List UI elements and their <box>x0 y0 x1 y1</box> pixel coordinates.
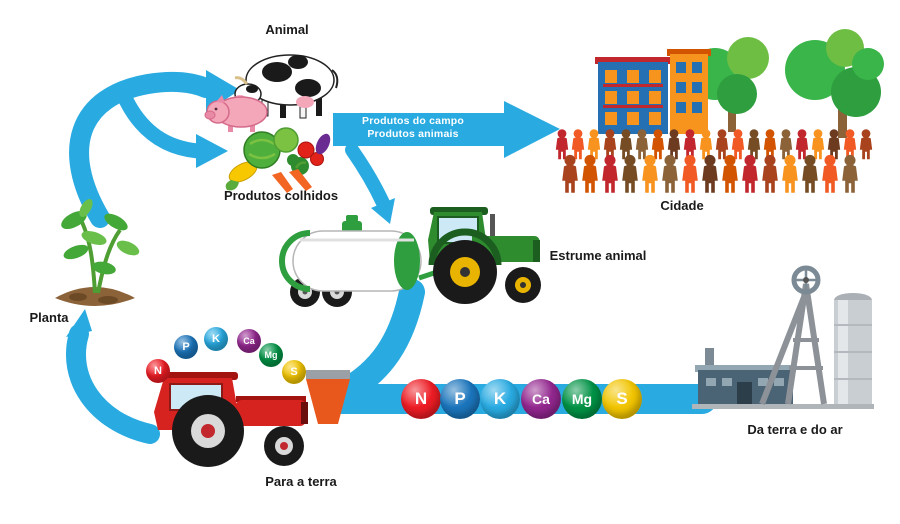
nutrient-ball-large-mg: Mg <box>562 379 602 419</box>
nutrient-ball-large-p: P <box>440 379 480 419</box>
nutrient-ball-small-mg: Mg <box>259 343 283 367</box>
nutrient-ball-small-p: P <box>174 335 198 359</box>
harvested-products-label: Produtos colhidos <box>223 188 339 203</box>
arrow-manure-to-band <box>329 279 425 406</box>
animal-manure-label: Estrume animal <box>549 248 647 263</box>
nutrient-ball-large-n: N <box>401 379 441 419</box>
vegetables-illustration <box>225 127 331 193</box>
plant-illustration <box>55 198 140 306</box>
manure-tank-illustration <box>279 215 450 307</box>
city-trees <box>689 29 884 138</box>
nutrient-ball-small-s: S <box>282 360 306 384</box>
green-tractor-illustration <box>428 207 541 304</box>
city-buildings <box>595 49 711 134</box>
arrow-to-city <box>333 101 560 158</box>
nutrient-ball-large-s: S <box>602 379 642 419</box>
animal-label: Animal <box>265 22 309 37</box>
nutrient-ball-small-ca: Ca <box>237 329 261 353</box>
mine-illustration <box>692 265 874 409</box>
nutrient-ball-small-n: N <box>146 359 170 383</box>
nutrient-ball-large-k: K <box>480 379 520 419</box>
city-crowd <box>555 129 873 193</box>
to-the-land-label: Para a terra <box>265 474 337 489</box>
city-illustration <box>555 29 884 193</box>
red-tractor-illustration <box>154 370 350 467</box>
plant-label: Planta <box>29 310 69 325</box>
nutrient-ball-large-ca: Ca <box>521 379 561 419</box>
from-land-and-air-label: Da terra e do ar <box>747 422 843 437</box>
animal-products-label: Produtos animais <box>367 128 459 140</box>
arrow-to-plant <box>66 309 160 444</box>
pig-illustration <box>204 95 268 132</box>
arrow-plant-to-harvest <box>118 92 228 168</box>
city-label: Cidade <box>660 198 704 213</box>
nutrient-ball-small-k: K <box>204 327 228 351</box>
arrow-to-manure <box>345 143 395 224</box>
field-products-label: Produtos do campo <box>362 115 464 127</box>
